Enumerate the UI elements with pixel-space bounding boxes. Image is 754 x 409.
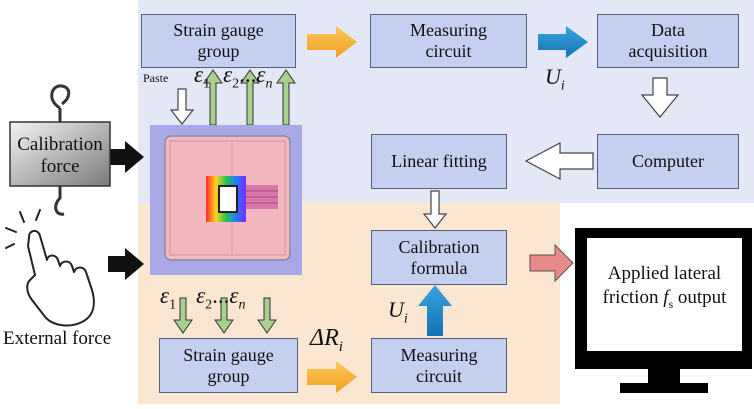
measuring-circuit-bottom-line1: Measuring xyxy=(400,344,478,365)
calibration-force-icon xyxy=(9,84,111,216)
monitor-line2-suffix: output xyxy=(673,287,727,308)
calibration-formula-line1: Calibration xyxy=(398,236,480,257)
delta-r-sub: i xyxy=(338,338,343,355)
strain-gauge-group-bottom-line1: Strain gauge xyxy=(183,344,274,365)
hand-pointer-icon xyxy=(5,209,95,327)
black-arrow-calibration xyxy=(108,141,144,173)
data-acquisition-line1: Data xyxy=(651,20,685,40)
strain-gauge-group-bottom-line2: group xyxy=(207,365,250,386)
strain-gauge-group-top: Strain gauge group xyxy=(141,14,296,68)
delta-r-label: ΔRi xyxy=(310,325,343,356)
strain-gauge-group-bottom: Strain gauge group xyxy=(159,338,298,393)
sensor-image xyxy=(150,125,302,275)
green-arrow-up-3 xyxy=(276,69,296,126)
black-arrow-external xyxy=(108,248,144,280)
measuring-circuit-top: Measuring circuit xyxy=(370,14,527,68)
measuring-circuit-bottom: Measuring circuit xyxy=(371,338,507,393)
bottom-epsn: ε xyxy=(229,283,239,308)
green-arrow-up-2 xyxy=(240,69,260,126)
linear-fitting-box: Linear fitting xyxy=(371,134,507,189)
calibration-formula-box: Calibration formula xyxy=(371,230,507,285)
computer-label: Computer xyxy=(632,151,704,171)
bottom-eps2-sub: 2 xyxy=(205,297,213,313)
strain-gauge-group-top-line1: Strain gauge xyxy=(173,20,264,40)
hollow-arrow-down-right xyxy=(640,77,680,118)
green-arrow-up-1 xyxy=(203,69,223,126)
top-eps1: ε xyxy=(194,62,204,87)
top-epsn: ε xyxy=(256,62,266,87)
delta-r-symbol: ΔR xyxy=(310,325,339,351)
green-arrow-down-3 xyxy=(257,297,277,334)
bottom-eps1-sub: 1 xyxy=(169,297,177,313)
calibration-force-line2: force xyxy=(40,156,80,177)
monitor-fs-sub: s xyxy=(668,296,674,311)
ui-bottom-symbol: U xyxy=(388,297,404,322)
bottom-eps-dots: ... xyxy=(212,283,230,308)
ui-top-sub: i xyxy=(560,78,565,94)
monitor-text: Applied lateral friction fs output xyxy=(587,262,742,316)
pink-arrow-output xyxy=(529,243,574,283)
monitor-line1: Applied lateral xyxy=(607,263,722,284)
measuring-circuit-bottom-line2: circuit xyxy=(416,365,462,386)
blue-arrow-up xyxy=(418,285,452,336)
ui-top-symbol: U xyxy=(545,64,561,89)
hollow-arrow-down-center xyxy=(422,190,448,229)
ui-label-bottom: Ui xyxy=(388,297,408,327)
monitor-fs-symbol: f xyxy=(663,287,669,308)
measuring-circuit-top-line2: circuit xyxy=(425,41,472,61)
data-acquisition-line2: acquisition xyxy=(628,41,708,61)
top-eps2-sub: 2 xyxy=(232,76,240,92)
top-epsn-sub: n xyxy=(265,76,273,92)
linear-fitting-label: Linear fitting xyxy=(391,151,487,171)
external-force-label: External force xyxy=(3,328,112,349)
top-eps-dots: ... xyxy=(239,62,257,87)
top-eps1-sub: 1 xyxy=(203,76,211,92)
ui-bottom-sub: i xyxy=(403,311,408,327)
bottom-eps1: ε xyxy=(160,283,170,308)
blue-arrow-right xyxy=(538,26,588,58)
calibration-force-label: Calibration force xyxy=(10,134,110,178)
ui-label-top: Ui xyxy=(545,64,565,94)
data-acquisition-box: Data acquisition xyxy=(597,14,739,68)
green-arrow-down-1 xyxy=(173,297,193,334)
calibration-formula-line2: formula xyxy=(410,257,468,278)
monitor-line2: friction fs output xyxy=(587,286,742,316)
bottom-eps2: ε xyxy=(196,283,206,308)
paste-label: Paste xyxy=(143,71,169,85)
monitor-line2-prefix: friction xyxy=(602,287,664,308)
orange-arrow-top xyxy=(307,26,357,58)
measuring-circuit-top-line1: Measuring xyxy=(410,20,487,40)
monitor-icon xyxy=(575,228,752,393)
bottom-epsn-sub: n xyxy=(238,297,246,313)
orange-arrow-bottom xyxy=(307,361,357,393)
computer-box: Computer xyxy=(597,134,739,189)
strain-gauge-group-top-line2: group xyxy=(197,41,240,61)
hollow-arrow-left xyxy=(524,142,594,180)
green-arrow-down-2 xyxy=(214,297,234,334)
top-eps2: ε xyxy=(223,62,233,87)
calibration-force-line1: Calibration xyxy=(17,134,103,155)
paste-arrow-down xyxy=(169,88,195,125)
